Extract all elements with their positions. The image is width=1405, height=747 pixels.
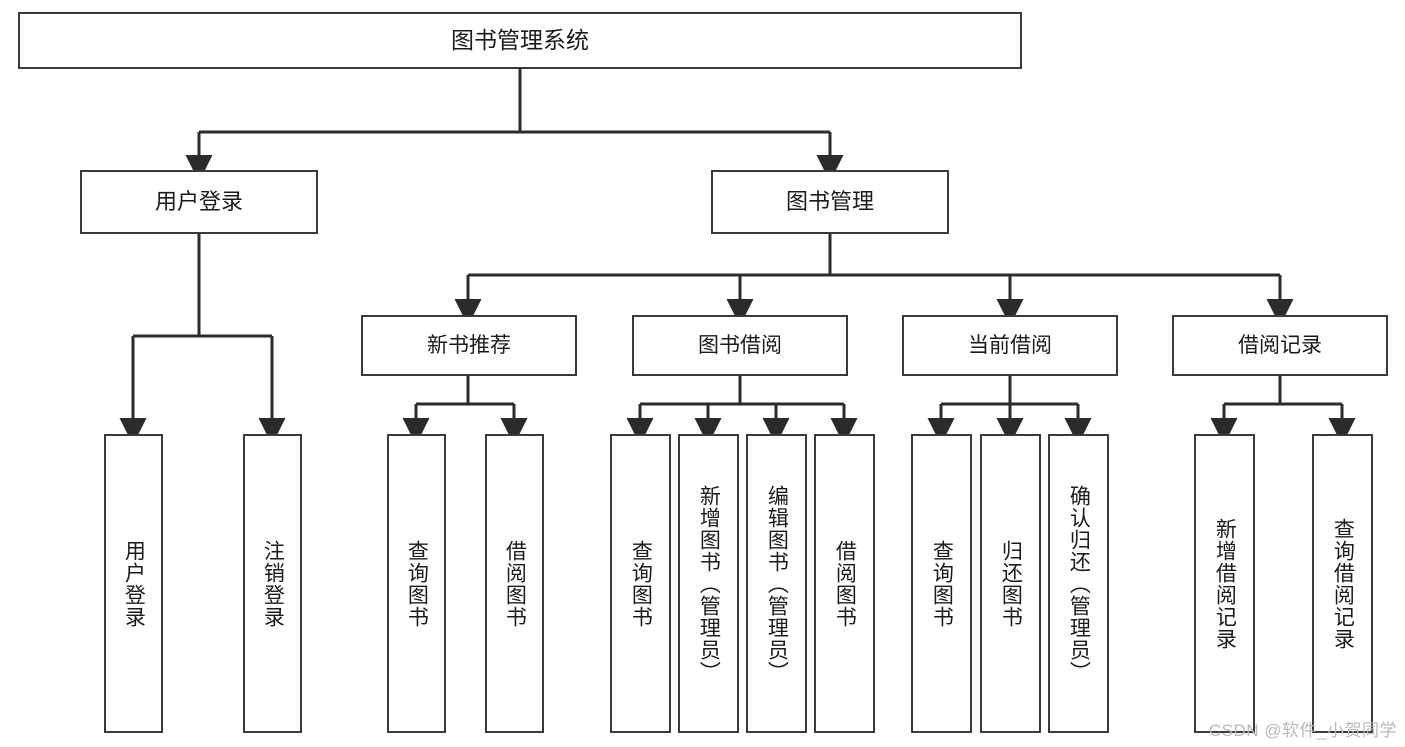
node-user-login-label: 用户登录 [154, 188, 243, 214]
leaf-book-borrow-borrow-label: 借阅图书 [833, 539, 857, 628]
leaf-current-borrow-query-label: 查询图书 [930, 539, 954, 628]
node-new-book-recommend-label: 新书推荐 [427, 333, 511, 357]
node-current-borrow[interactable]: 当前借阅 [902, 315, 1118, 376]
node-user-login[interactable]: 用户登录 [80, 170, 318, 234]
leaf-book-borrow-edit[interactable]: 编辑图书（管理员） [746, 434, 807, 733]
leaf-borrow-record-query[interactable]: 查询借阅记录 [1312, 434, 1373, 733]
leaf-book-borrow-query-label: 查询图书 [629, 539, 653, 628]
leaf-book-borrow-borrow[interactable]: 借阅图书 [814, 434, 875, 733]
leaf-new-book-query-label: 查询图书 [405, 539, 429, 628]
leaf-current-borrow-confirm-label: 确认归还（管理员） [1067, 484, 1091, 683]
leaf-current-borrow-confirm[interactable]: 确认归还（管理员） [1048, 434, 1109, 733]
leaf-book-borrow-query[interactable]: 查询图书 [610, 434, 671, 733]
leaf-borrow-record-query-label: 查询借阅记录 [1331, 517, 1355, 650]
leaf-new-book-borrow[interactable]: 借阅图书 [485, 434, 544, 733]
node-new-book-recommend[interactable]: 新书推荐 [361, 315, 577, 376]
leaf-user-login-signin-label: 用户登录 [122, 539, 146, 628]
leaf-book-borrow-add[interactable]: 新增图书（管理员） [678, 434, 739, 733]
leaf-book-borrow-add-label: 新增图书（管理员） [697, 484, 721, 683]
leaf-user-login-signout[interactable]: 注销登录 [243, 434, 302, 733]
node-book-borrow-label: 图书借阅 [698, 333, 782, 357]
node-book-management[interactable]: 图书管理 [711, 170, 949, 234]
csdn-watermark: CSDN @软件_小贺同学 [1208, 721, 1397, 740]
node-borrow-record-label: 借阅记录 [1238, 333, 1322, 357]
node-borrow-record[interactable]: 借阅记录 [1172, 315, 1388, 376]
node-root[interactable]: 图书管理系统 [18, 12, 1022, 69]
leaf-user-login-signout-label: 注销登录 [261, 539, 285, 628]
leaf-borrow-record-add[interactable]: 新增借阅记录 [1194, 434, 1255, 733]
node-book-management-label: 图书管理 [785, 188, 874, 214]
leaf-borrow-record-add-label: 新增借阅记录 [1213, 517, 1237, 650]
leaf-current-borrow-return[interactable]: 归还图书 [980, 434, 1041, 733]
leaf-current-borrow-return-label: 归还图书 [999, 539, 1023, 628]
node-root-label: 图书管理系统 [451, 27, 589, 54]
leaf-book-borrow-edit-label: 编辑图书（管理员） [765, 484, 789, 683]
node-current-borrow-label: 当前借阅 [968, 333, 1052, 357]
leaf-new-book-query[interactable]: 查询图书 [387, 434, 446, 733]
leaf-user-login-signin[interactable]: 用户登录 [104, 434, 163, 733]
leaf-new-book-borrow-label: 借阅图书 [503, 539, 527, 628]
leaf-current-borrow-query[interactable]: 查询图书 [911, 434, 972, 733]
node-book-borrow[interactable]: 图书借阅 [632, 315, 848, 376]
